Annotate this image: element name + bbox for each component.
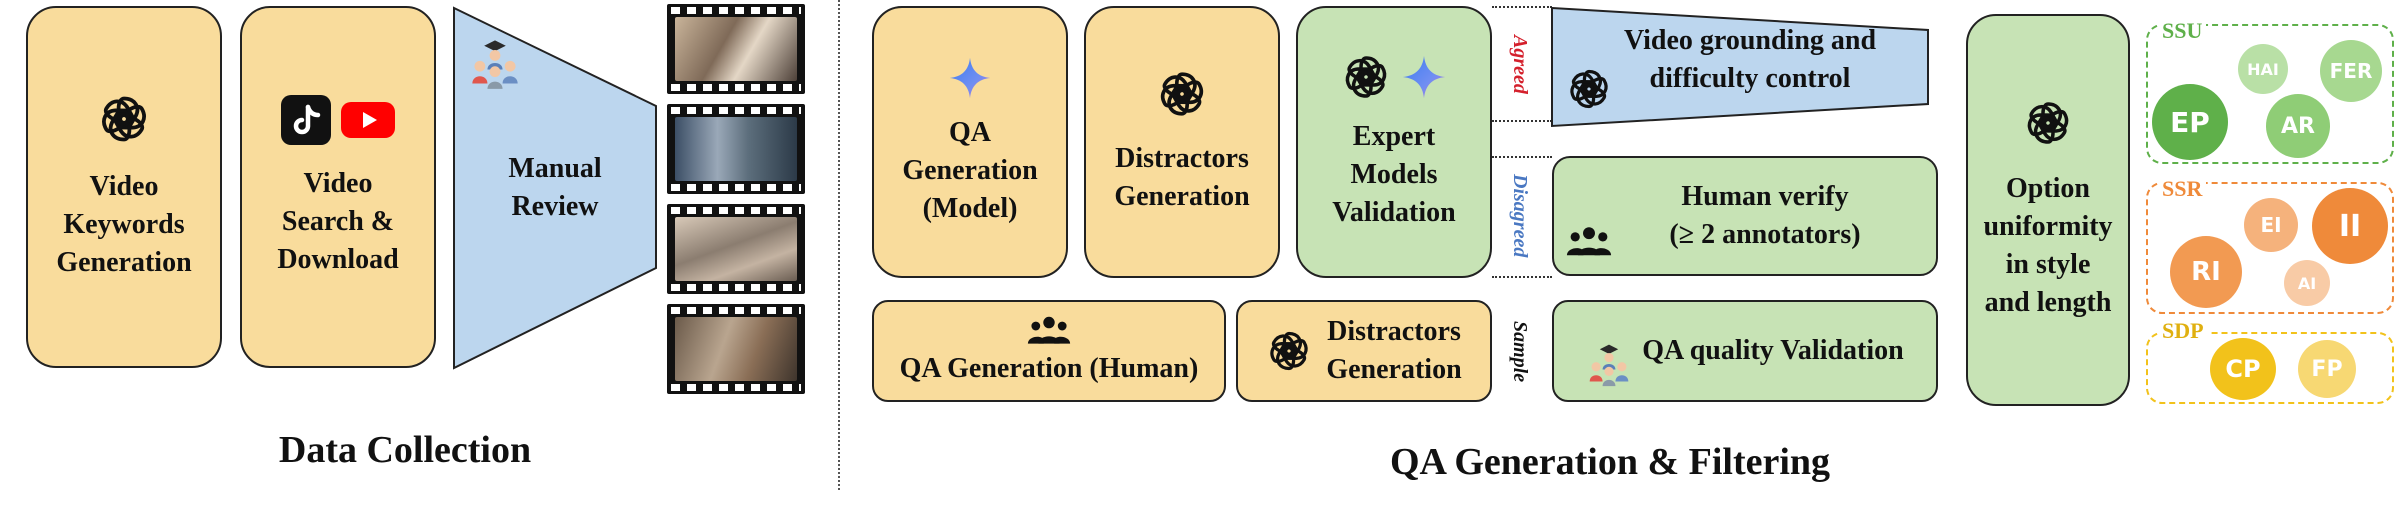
data-collection-title: Data Collection	[150, 428, 660, 472]
ssr-item-ii: II	[2312, 188, 2388, 264]
agreed-label: Agreed	[1508, 14, 1531, 114]
platform-icons	[281, 95, 395, 145]
manual-review-label: Manual Review	[470, 150, 640, 226]
people-icon	[1027, 314, 1071, 346]
qa-generation-model-label: QA Generation (Model)	[902, 114, 1037, 227]
openai-icon	[1341, 52, 1391, 102]
option-uniformity-label: Option uniformity in style and length	[1983, 170, 2112, 321]
expert-model-icons	[1341, 52, 1447, 102]
distractors-generation-2-label: Distractors Generation	[1326, 313, 1461, 389]
video-thumbnail-2	[667, 104, 805, 194]
video-search-download-label: Video Search & Download	[277, 165, 398, 278]
sample-label: Sample	[1508, 312, 1531, 392]
gemini-icon	[948, 56, 992, 100]
connector-disagreed-bottom	[1492, 276, 1552, 278]
distractors-generation-2-box: Distractors Generation	[1236, 300, 1492, 402]
sdp-title: SDP	[2158, 318, 2208, 344]
qa-quality-validation-box: QA quality Validation	[1552, 300, 1938, 402]
human-verify-label: Human verify (≥ 2 annotators)	[1669, 178, 1860, 254]
people-icon	[1566, 224, 1612, 258]
gemini-icon	[1401, 54, 1447, 100]
option-uniformity-box: Option uniformity in style and length	[1966, 14, 2130, 406]
ssr-item-ai: AI	[2284, 260, 2330, 306]
qa-generation-model-box: QA Generation (Model)	[872, 6, 1068, 278]
qa-generation-human-box: QA Generation (Human)	[872, 300, 1226, 402]
expert-models-validation-label: Expert Models Validation	[1332, 118, 1455, 231]
video-thumbnail-4	[667, 304, 805, 394]
openai-icon	[1156, 68, 1208, 120]
video-search-download-box: Video Search & Download	[240, 6, 436, 368]
disagreed-label: Disagreed	[1508, 160, 1531, 272]
human-verify-box: Human verify (≥ 2 annotators)	[1552, 156, 1938, 276]
sdp-item-cp: CP	[2210, 338, 2276, 400]
video-thumbnail-1	[667, 4, 805, 94]
video-grounding-label: Video grounding and difficulty control	[1590, 22, 1910, 98]
connector-agreed-top	[1492, 6, 1552, 8]
ssr-item-ei: EI	[2244, 198, 2298, 252]
ssu-title: SSU	[2158, 18, 2206, 44]
reviewers-icon	[1586, 341, 1632, 387]
openai-icon	[1266, 328, 1312, 374]
ssu-item-ar: AR	[2266, 94, 2330, 158]
section-divider	[838, 0, 840, 490]
openai-icon	[2023, 98, 2073, 148]
video-thumbnail-3	[667, 204, 805, 294]
video-keywords-generation-label: Video Keywords Generation	[56, 168, 191, 281]
connector-disagreed-top	[1492, 156, 1552, 158]
qa-quality-validation-label: QA quality Validation	[1642, 332, 1903, 370]
ssu-item-ep: EP	[2152, 84, 2228, 160]
video-keywords-generation-box: Video Keywords Generation	[26, 6, 222, 368]
ssu-item-hai: HAI	[2238, 44, 2288, 94]
ssr-title: SSR	[2158, 176, 2206, 202]
openai-icon	[97, 92, 151, 146]
reviewers-icon	[468, 36, 522, 90]
expert-models-validation-box: Expert Models Validation	[1296, 6, 1492, 278]
connector-agreed-bottom	[1492, 120, 1552, 122]
distractors-generation-label: Distractors Generation	[1114, 140, 1249, 216]
sdp-item-fp: FP	[2298, 340, 2356, 398]
ssr-item-ri: RI	[2170, 236, 2242, 308]
qa-generation-filtering-title: QA Generation & Filtering	[1180, 440, 2040, 484]
youtube-icon	[341, 100, 395, 140]
distractors-generation-box: Distractors Generation	[1084, 6, 1280, 278]
tiktok-icon	[281, 95, 331, 145]
ssu-item-fer: FER	[2320, 40, 2382, 102]
qa-generation-human-label: QA Generation (Human)	[900, 350, 1199, 388]
